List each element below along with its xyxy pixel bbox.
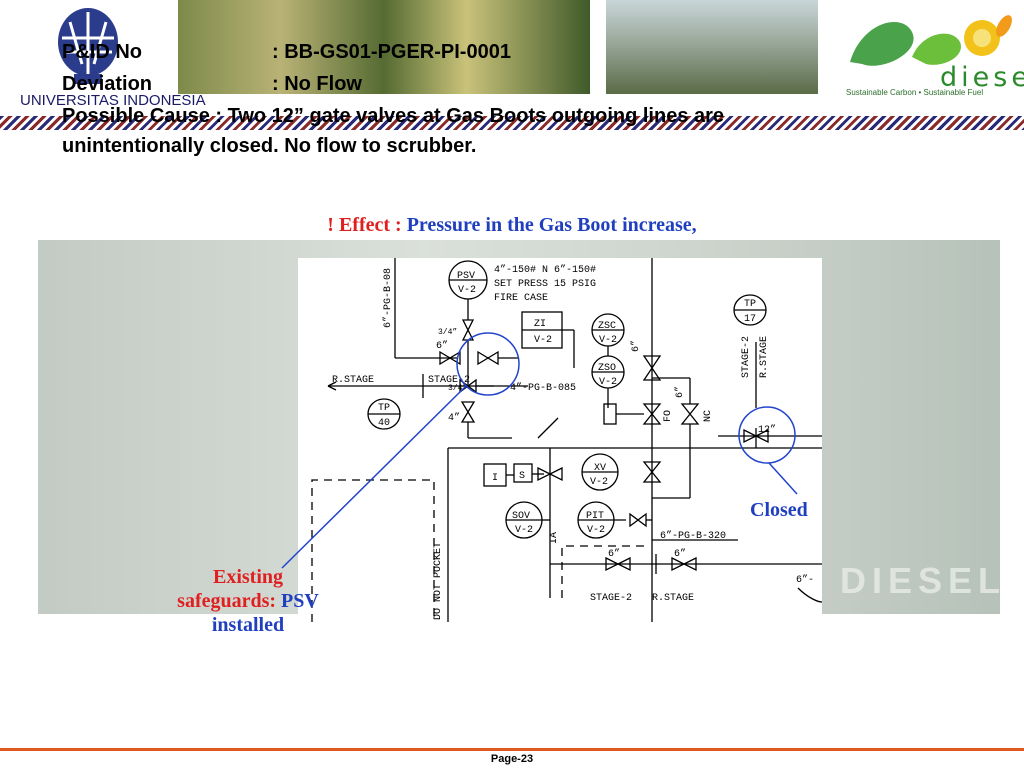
r-stage-bottom: R.STAGE	[652, 593, 694, 604]
cause-line-1: Possible Cause : Two 12” gate valves at …	[62, 105, 725, 127]
fo-label: FO	[663, 410, 674, 422]
size-6-bottom-left: 6”	[608, 548, 620, 560]
effect-text: Pressure in the Gas Boot increase,	[406, 214, 697, 236]
zsc-label: ZSC	[598, 321, 616, 332]
footer-rule	[0, 748, 1024, 751]
closed-callout: Closed	[750, 499, 808, 521]
zso-label: ZSO	[598, 363, 616, 374]
size-12: 12”	[758, 424, 776, 436]
xv-label: XV	[594, 463, 606, 474]
size-4: 4”	[448, 412, 460, 424]
xv-tag: V-2	[590, 477, 608, 488]
bio-diesel-logo-icon	[850, 15, 1012, 66]
effect-label: ! Effect :	[327, 214, 407, 236]
gate-valve-highlight-circle	[738, 406, 796, 464]
do-not-pocket: DO NOT POCKET	[433, 542, 444, 620]
cause-line-2: unintentionally closed. No flow to scrub…	[62, 135, 477, 157]
tp-left-label: TP	[378, 403, 390, 414]
size-6-bottom-right: 6”	[674, 548, 686, 560]
callout-safeguards: safeguards:	[177, 590, 282, 612]
pid-label: P&ID No	[62, 41, 142, 63]
size-6-header: 6”	[630, 340, 642, 352]
tp-right-label: TP	[744, 299, 756, 310]
psv-note-2: SET PRESS 15 PSIG	[494, 279, 596, 290]
banner-photo-plant	[606, 0, 818, 94]
university-name: UNIVERSITAS INDONESIA	[20, 92, 206, 109]
brand-tagline: Sustainable Carbon • Sustainable Fuel	[846, 88, 984, 97]
pid-diagram: PSV V-2 4”-150# N 6”-150# SET PRESS 15 P…	[298, 258, 823, 622]
page-number: Page-23	[490, 753, 534, 765]
pit-label: PIT	[586, 511, 604, 522]
zsc-tag: V-2	[599, 335, 617, 346]
s-box-label: S	[519, 471, 525, 482]
stage-2-left: STAGE-2	[428, 375, 470, 386]
callout-existing: Existing	[212, 566, 284, 588]
line-top-left: 6”-PG-B-08	[382, 268, 394, 328]
pid-drawing: PSV V-2 4”-150# N 6”-150# SET PRESS 15 P…	[311, 258, 823, 622]
deviation-value: : No Flow	[272, 73, 362, 95]
line-right-bottom: 6”-	[796, 574, 814, 586]
r-stage-right: R.STAGE	[759, 336, 770, 378]
size-6-nc: 6”	[674, 386, 686, 398]
stage-2-bottom: STAGE-2	[590, 593, 632, 604]
r-stage-left: R.STAGE	[332, 375, 374, 386]
psv-tag: V-2	[458, 285, 476, 296]
line-085: 4”-PG-B-085	[510, 382, 576, 394]
sov-label: SOV	[512, 511, 530, 522]
line-320: 6”-PG-B-320	[660, 530, 726, 542]
pit-tag: V-2	[587, 525, 605, 536]
tp-left-number: 40	[378, 418, 390, 429]
callout-psv: PSV	[281, 590, 319, 612]
university-logo-icon	[58, 8, 118, 84]
zso-tag: V-2	[599, 377, 617, 388]
header-stripe-divider	[0, 116, 1024, 130]
background-watermark: DIESEL	[840, 560, 1007, 601]
sov-tag: V-2	[515, 525, 533, 536]
nc-label: NC	[703, 410, 714, 422]
safeguard-callout: Existing safeguards: PSV installed	[150, 565, 346, 637]
ia-label: IA	[549, 532, 560, 544]
psv-highlight-circle	[456, 332, 520, 396]
tp-right-number: 17	[744, 314, 756, 325]
callout-installed: installed	[211, 614, 285, 636]
deviation-label: Deviation	[62, 73, 153, 95]
safeguard-pointer-line	[281, 385, 467, 569]
i-box-label: I	[492, 473, 498, 484]
size-34-psv: 3/4”	[438, 328, 457, 337]
zi-tag: V-2	[534, 335, 552, 346]
stage-2-right: STAGE-2	[741, 336, 752, 378]
banner-photo-palm	[178, 0, 590, 94]
psv-note-1: 4”-150# N 6”-150#	[494, 264, 596, 276]
psv-note-3: FIRE CASE	[494, 293, 548, 304]
zi-label: ZI	[534, 319, 546, 330]
size-6-psv: 6”	[436, 340, 448, 352]
closed-pointer-line	[768, 462, 798, 495]
size-34-lower: 3/4”	[448, 384, 467, 393]
effect-line: ! Effect : Pressure in the Gas Boot incr…	[0, 214, 1024, 237]
header: UNIVERSITAS INDONESIA diesel Sustainable…	[0, 0, 1024, 135]
pid-value: : BB-GS01-PGER-PI-0001	[272, 41, 511, 63]
brand-word: diesel	[940, 62, 1024, 93]
psv-label: PSV	[457, 271, 475, 282]
